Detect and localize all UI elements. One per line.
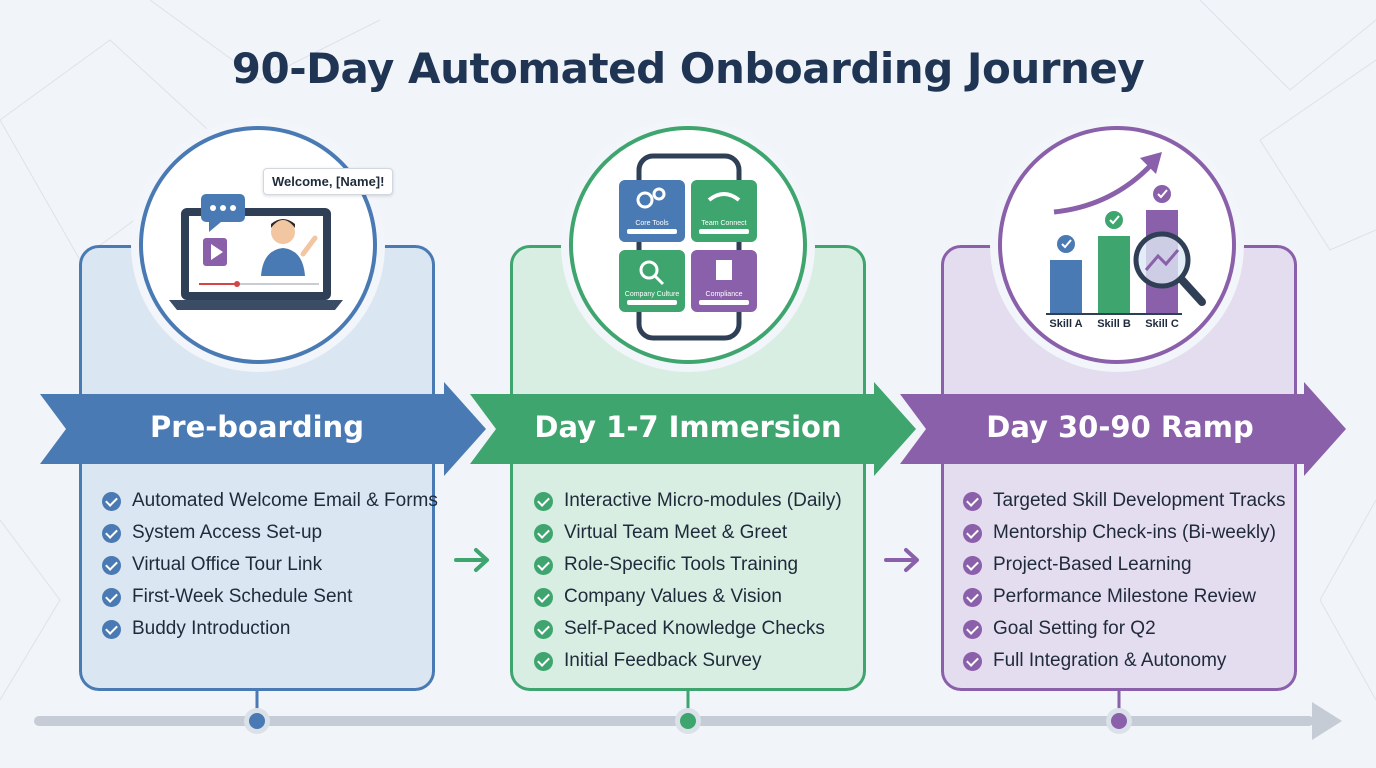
check-icon xyxy=(102,587,121,607)
list-item: Initial Feedback Survey xyxy=(534,645,842,677)
pre-boarding-arrow-shape xyxy=(40,382,486,476)
bar-label-skill-c: Skill C xyxy=(1145,318,1179,330)
check-icon xyxy=(534,491,553,511)
check-icon xyxy=(102,523,121,543)
list-item: First-Week Schedule Sent xyxy=(102,581,438,613)
immersion-illustration: Core Tools Team Connect Company Culture … xyxy=(569,126,807,364)
list-item: Targeted Skill Development Tracks xyxy=(963,485,1286,517)
welcome-speech-bubble: Welcome, [Name]! xyxy=(263,168,394,195)
tile-company-culture: Company Culture xyxy=(624,291,680,298)
ramp-checklist: Targeted Skill Development Tracks Mentor… xyxy=(963,485,1286,677)
list-item: System Access Set-up xyxy=(102,517,438,549)
phone-app-modules-icon xyxy=(619,153,757,341)
list-item: Full Integration & Autonomy xyxy=(963,645,1286,677)
phase-title-immersion: Day 1-7 Immersion xyxy=(534,410,842,444)
immersion-arrow-shape xyxy=(470,382,916,476)
immersion-checklist: Interactive Micro-modules (Daily) Virtua… xyxy=(534,485,842,677)
tile-team-connect: Team Connect xyxy=(701,220,747,227)
list-item: Interactive Micro-modules (Daily) xyxy=(534,485,842,517)
list-item: Performance Milestone Review xyxy=(963,581,1286,613)
phase-arrows xyxy=(40,382,1346,476)
check-icon xyxy=(963,555,982,575)
pre-boarding-checklist: Automated Welcome Email & Forms System A… xyxy=(102,485,438,645)
timeline xyxy=(34,690,1342,740)
bar-label-skill-b: Skill B xyxy=(1097,318,1131,330)
tile-core-tools: Core Tools xyxy=(635,220,669,227)
list-item: Buddy Introduction xyxy=(102,613,438,645)
tile-compliance: Compliance xyxy=(705,291,743,298)
arrow-right-icon xyxy=(884,548,919,572)
list-item: Virtual Team Meet & Greet xyxy=(534,517,842,549)
check-icon xyxy=(963,619,982,639)
check-icon xyxy=(534,619,553,639)
list-item: Company Values & Vision xyxy=(534,581,842,613)
check-icon xyxy=(102,491,121,511)
check-icon xyxy=(963,651,982,671)
skill-growth-chart-icon xyxy=(1046,152,1206,315)
check-icon xyxy=(534,651,553,671)
list-item: Automated Welcome Email & Forms xyxy=(102,485,438,517)
check-icon xyxy=(963,523,982,543)
check-icon xyxy=(963,491,982,511)
list-item: Self-Paced Knowledge Checks xyxy=(534,613,842,645)
list-item: Mentorship Check-ins (Bi-weekly) xyxy=(963,517,1286,549)
phase-title-pre-boarding: Pre-boarding xyxy=(150,410,364,444)
laptop-video-welcome-icon xyxy=(169,194,343,310)
check-icon xyxy=(102,619,121,639)
check-icon xyxy=(534,587,553,607)
arrow-right-icon xyxy=(454,548,489,572)
ramp-arrow-shape xyxy=(900,382,1346,476)
check-icon xyxy=(102,555,121,575)
page-title: 90-Day Automated Onboarding Journey xyxy=(231,44,1145,93)
list-item: Project-Based Learning xyxy=(963,549,1286,581)
list-item: Virtual Office Tour Link xyxy=(102,549,438,581)
pre-boarding-illustration: Welcome, [Name]! xyxy=(139,126,394,364)
check-icon xyxy=(534,555,553,575)
list-item: Goal Setting for Q2 xyxy=(963,613,1286,645)
check-icon xyxy=(963,587,982,607)
phase-title-ramp: Day 30-90 Ramp xyxy=(986,410,1254,444)
ramp-illustration: Skill A Skill B Skill C xyxy=(998,126,1236,364)
list-item: Role-Specific Tools Training xyxy=(534,549,842,581)
bar-label-skill-a: Skill A xyxy=(1049,318,1083,330)
check-icon xyxy=(534,523,553,543)
